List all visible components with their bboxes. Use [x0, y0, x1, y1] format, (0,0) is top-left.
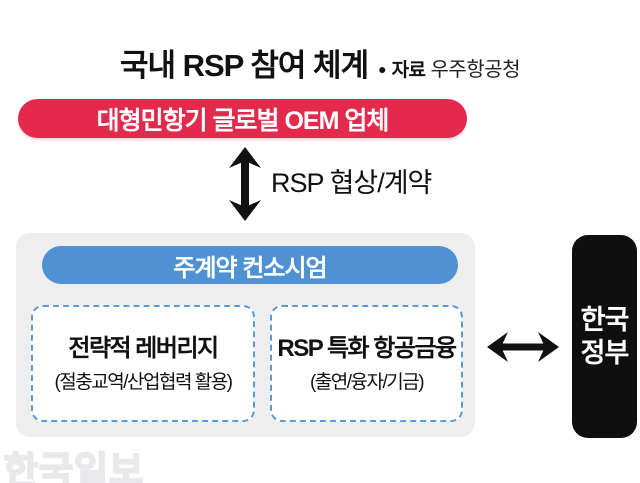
source-label: 자료	[391, 60, 426, 81]
source-credit: ● 자료 우주항공청	[378, 53, 520, 82]
strategic-leverage-box: 전략적 레버리지 (절충교역/산업협력 활용)	[31, 305, 255, 422]
government-line1: 한국	[580, 304, 630, 335]
source-value: 우주항공청	[430, 59, 521, 81]
oem-banner: 대형민항기 글로벌 OEM 업체	[18, 99, 467, 138]
page-title: 국내 RSP 참여 체계	[119, 48, 369, 83]
header: 국내 RSP 참여 체계 ● 자료 우주항공청	[0, 40, 640, 85]
bullet-icon: ●	[378, 61, 387, 77]
aviation-finance-box: RSP 특화 항공금융 (출연/융자/기금)	[270, 305, 463, 422]
government-box: 한국 정부	[572, 235, 637, 438]
aviation-finance-subtitle: (출연/융자/기금)	[309, 371, 425, 393]
government-line2: 정부	[580, 337, 630, 368]
vertical-double-arrow-icon	[229, 147, 261, 221]
relation-label: RSP 협상/계약	[271, 168, 432, 198]
consortium-banner: 주계약 컨소시엄	[42, 246, 458, 284]
oem-banner-label: 대형민항기 글로벌 OEM 업체	[96, 106, 390, 135]
strategic-leverage-subtitle: (절충교역/산업협력 활용)	[54, 371, 233, 393]
horizontal-double-arrow-icon	[487, 332, 559, 362]
strategic-leverage-title: 전략적 레버리지	[68, 334, 219, 362]
consortium-banner-label: 주계약 컨소시엄	[173, 254, 327, 282]
consortium-panel: 주계약 컨소시엄 전략적 레버리지 (절충교역/산업협력 활용) RSP 특화 …	[16, 233, 475, 437]
publisher-watermark: 한국일보	[3, 449, 145, 483]
aviation-finance-title: RSP 특화 항공금융	[277, 334, 457, 362]
